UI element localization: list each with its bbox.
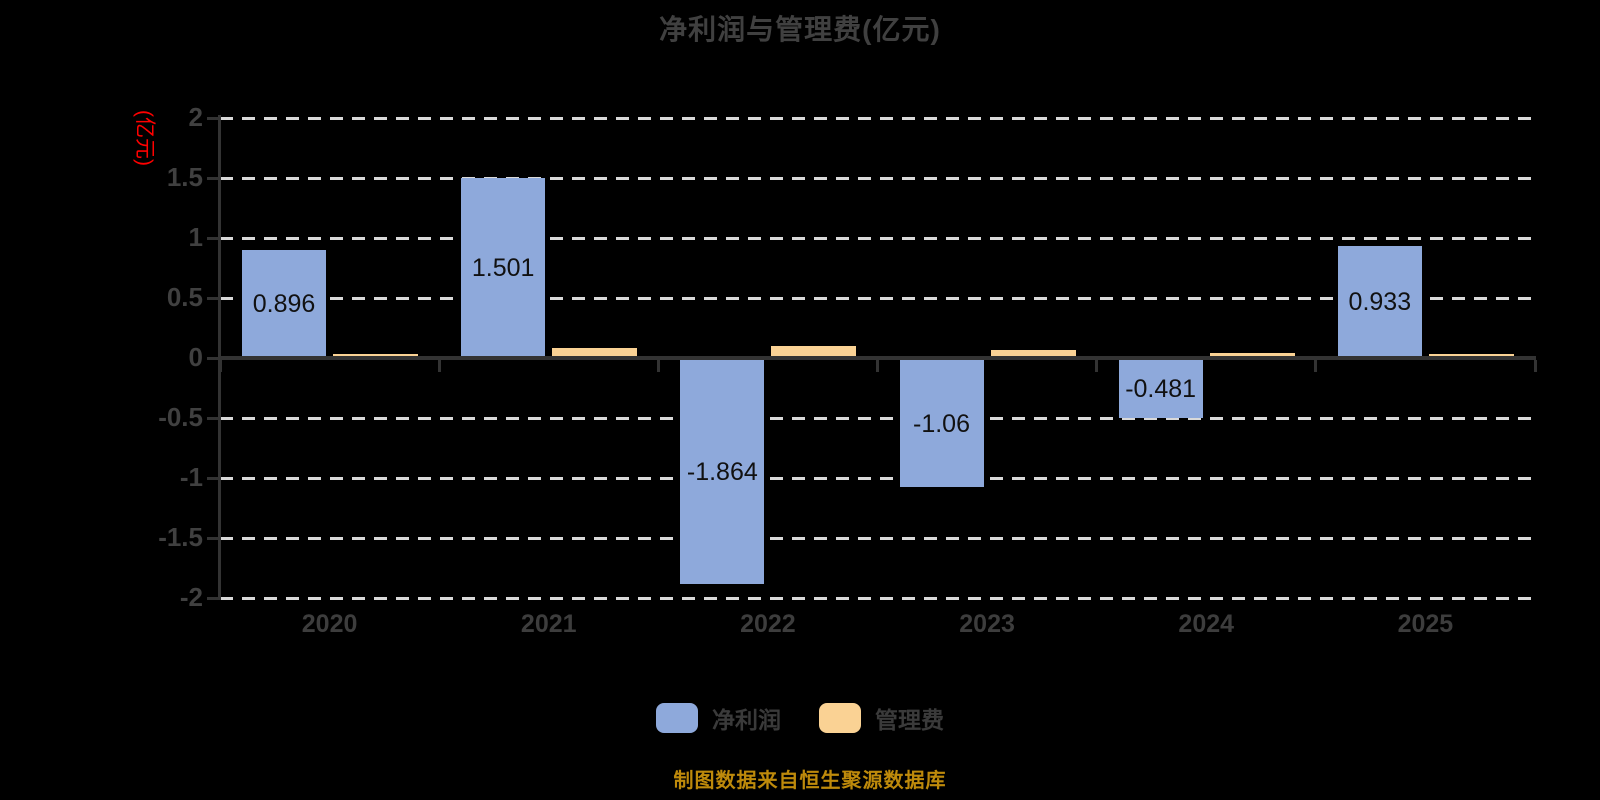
gridline-y-2 xyxy=(220,116,1535,120)
y-axis-label-2: 2 xyxy=(188,102,203,132)
x-axis-tick-4 xyxy=(1095,360,1099,372)
x-axis-label-2020: 2020 xyxy=(301,610,358,638)
bar-label-net-profit-2025: 0.933 xyxy=(1348,288,1412,317)
bar-net-profit-2024 xyxy=(1118,360,1203,418)
y-axis-tick--2 xyxy=(207,596,220,600)
x-axis-label-2021: 2021 xyxy=(520,610,577,638)
bar-label-net-profit-2020: 0.896 xyxy=(252,290,316,319)
gridline-y-1 xyxy=(220,236,1535,240)
gridline-y--1 xyxy=(220,476,1535,480)
legend-item-mgmt-fee: 管理费 xyxy=(819,701,944,735)
y-axis-label-0: 0 xyxy=(188,342,203,372)
bar-net-profit-2020 xyxy=(242,250,326,358)
y-axis-tick-2 xyxy=(207,116,220,120)
x-axis-label-2023: 2023 xyxy=(959,610,1015,638)
y-axis-tick-0.5 xyxy=(207,296,220,300)
bar-mgmt-fee-2022 xyxy=(771,346,857,358)
y-axis-tick-0 xyxy=(207,356,220,360)
legend-item-net-profit: 净利润 xyxy=(656,701,781,735)
gridline-y-0.5 xyxy=(220,296,1535,300)
y-axis-tick--1 xyxy=(207,476,220,480)
gridline-y--1.5 xyxy=(220,536,1535,540)
legend: 净利润 管理费 xyxy=(0,701,1600,735)
chart-title: 净利润与管理费(亿元) xyxy=(659,14,941,45)
legend-swatch-net-profit xyxy=(656,703,698,733)
gridline-y--2 xyxy=(220,596,1535,600)
gridline-y--0.5 xyxy=(220,416,1535,420)
bar-label-net-profit-2022: -1.864 xyxy=(686,457,758,486)
x-axis-tick-5 xyxy=(1314,360,1318,372)
y-axis-label-1.5: 1.5 xyxy=(166,162,203,192)
y-axis-label--1.5: -1.5 xyxy=(158,522,203,552)
legend-label-mgmt-fee: 管理费 xyxy=(875,707,944,733)
x-axis-tick-6 xyxy=(1533,360,1537,372)
bar-label-net-profit-2023: -1.06 xyxy=(913,409,970,438)
x-axis-tick-2 xyxy=(656,360,660,372)
y-axis-label-0.5: 0.5 xyxy=(166,282,203,312)
y-axis-tick--1.5 xyxy=(207,536,220,540)
y-axis-tick-1.5 xyxy=(207,176,220,180)
x-axis-tick-3 xyxy=(876,360,879,372)
gridline-y-1.5 xyxy=(220,176,1535,180)
x-axis-zero-line xyxy=(219,356,1536,360)
bar-mgmt-fee-2023 xyxy=(990,349,1076,358)
y-axis-tick-1 xyxy=(207,236,220,240)
y-axis-label-1: 1 xyxy=(188,222,203,252)
y-axis-label--0.5: -0.5 xyxy=(158,402,203,432)
data-source-note: 制图数据来自恒生聚源数据库 xyxy=(673,770,947,792)
bar-net-profit-2021 xyxy=(461,177,546,358)
x-axis-label-2022: 2022 xyxy=(740,610,796,638)
y-axis-label--1: -1 xyxy=(179,462,203,492)
bar-label-net-profit-2021: 1.501 xyxy=(471,253,535,282)
y-axis-label--2: -2 xyxy=(179,582,203,612)
bar-net-profit-2025 xyxy=(1337,246,1422,358)
y-axis-tick--0.5 xyxy=(207,416,220,420)
bar-mgmt-fee-2021 xyxy=(552,348,638,358)
bar-label-net-profit-2024: -0.481 xyxy=(1125,374,1197,403)
legend-swatch-mgmt-fee xyxy=(819,703,861,733)
x-axis-tick-1 xyxy=(437,360,441,372)
bar-mgmt-fee-2024 xyxy=(1209,353,1295,358)
bar-net-profit-2022 xyxy=(680,360,765,584)
bar-net-profit-2023 xyxy=(899,360,984,488)
legend-label-net-profit: 净利润 xyxy=(712,707,781,733)
x-axis-label-2024: 2024 xyxy=(1178,610,1235,638)
x-axis-tick-0 xyxy=(218,360,222,372)
x-axis-label-2025: 2025 xyxy=(1397,610,1454,638)
